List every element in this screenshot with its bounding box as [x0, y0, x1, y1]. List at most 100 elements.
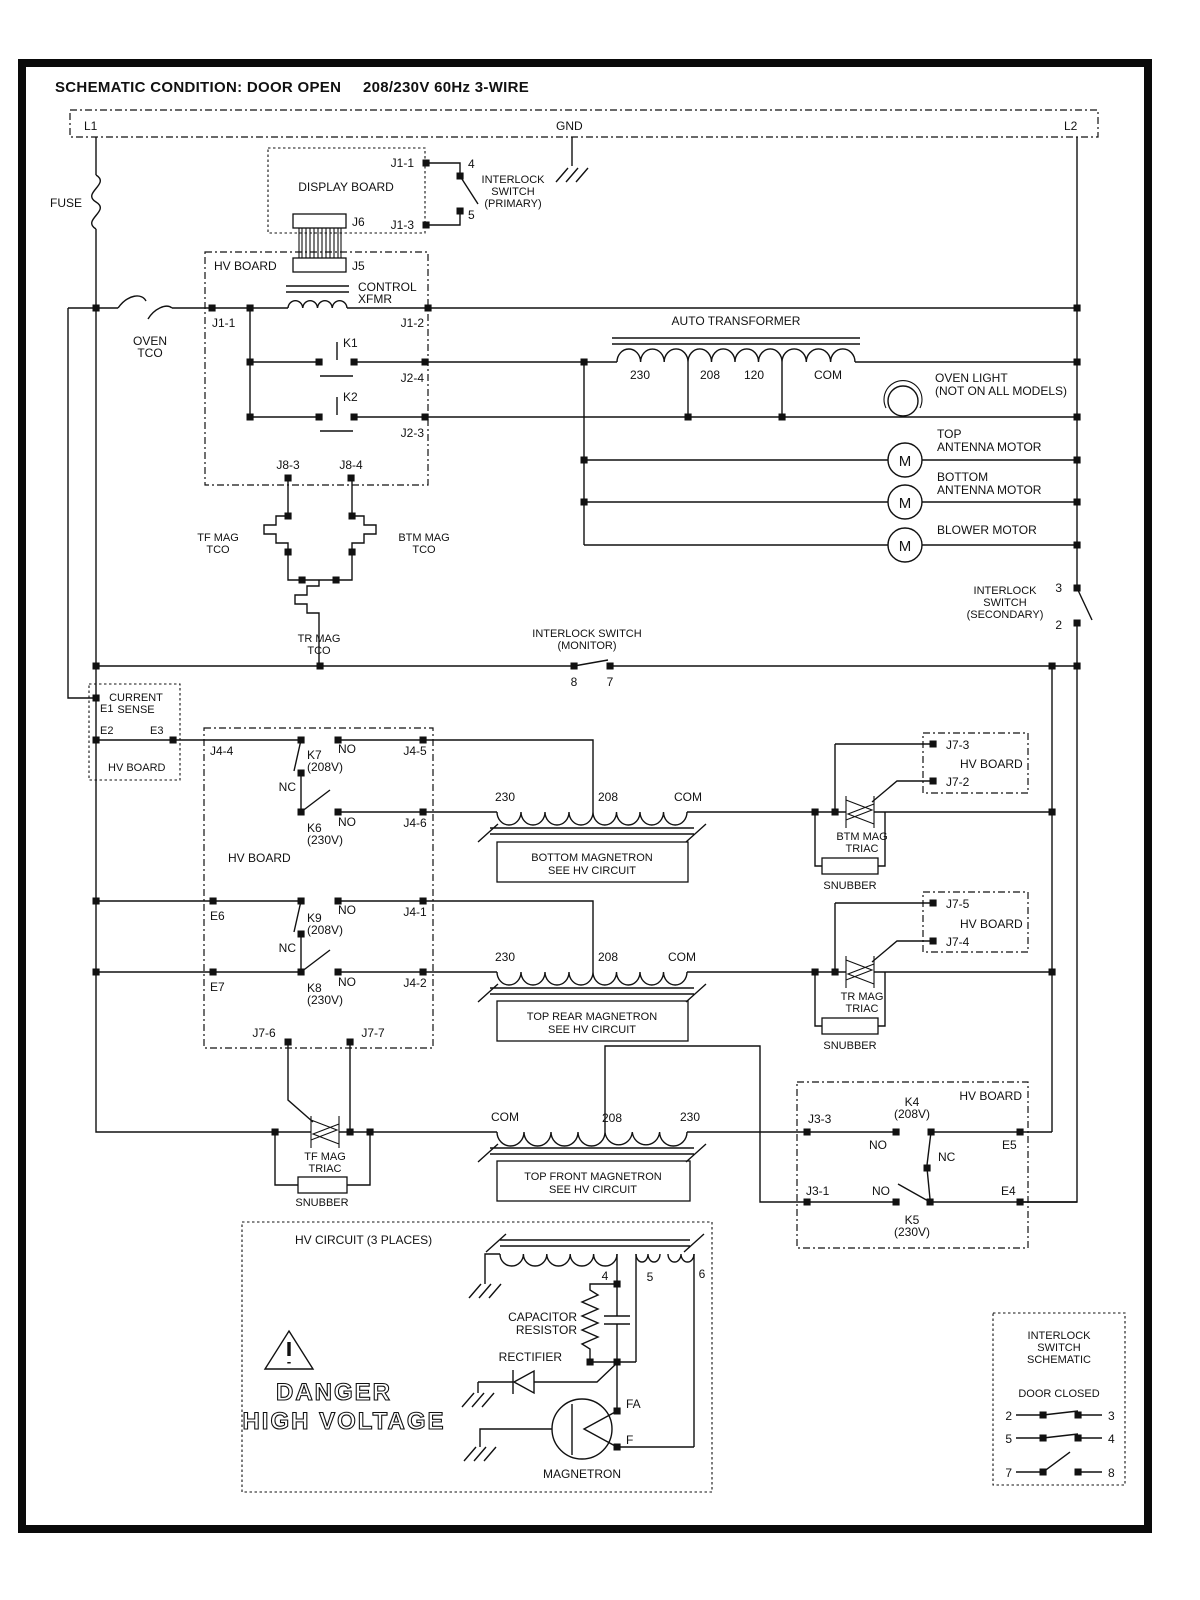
j4-4-label: J4-4 [210, 744, 234, 758]
top-front-magnetron-box [496, 1160, 691, 1202]
oven-light-line1: OVEN LIGHT [935, 371, 1008, 385]
j8-3-label: J8-3 [276, 458, 300, 472]
k8-no-label: NO [338, 975, 356, 989]
oven-light-loop [883, 379, 923, 409]
btm-mag-box-line1: BOTTOM MAGNETRON [531, 852, 652, 864]
current-sense-board-label: HV BOARD [108, 762, 166, 774]
j1-1-hv-label: J1-1 [212, 316, 236, 330]
hv-circuit-detail [263, 167, 705, 1462]
secondary-contact2-label: 2 [1055, 618, 1062, 632]
resistor-label: RESISTOR [516, 1323, 577, 1337]
top-rear-magnetron-box [496, 1000, 689, 1042]
k1-label: K1 [343, 336, 358, 350]
j4-5-label: J4-5 [403, 744, 427, 758]
k7-voltage-label: (208V) [307, 760, 343, 774]
ribbon-stripes [298, 228, 342, 258]
auto-tap-120: 120 [744, 368, 764, 382]
e1-label: E1 [100, 703, 113, 715]
btm-mag-triac-icon [845, 796, 875, 828]
hv-secondary-xfmr-icon [485, 1233, 705, 1267]
ground-icons [461, 167, 589, 1462]
motor-m-2: M [899, 495, 912, 512]
hv-board-j7b-label: HV BOARD [960, 917, 1023, 931]
tr-triac-wires [687, 902, 1052, 1027]
junction-dots [92, 159, 1082, 1476]
top-antenna-line1: TOP [937, 427, 961, 441]
interlock-schem-line2: SWITCH [1037, 1342, 1080, 1354]
k4-no-label: NO [869, 1138, 887, 1152]
k9-label: K9 [307, 911, 322, 925]
k5-label: K5 [905, 1213, 920, 1227]
oven-light-icon [887, 385, 919, 417]
interlock-secondary-line3: (SECONDARY) [967, 609, 1044, 621]
tf-triac-line1: TF MAG [304, 1151, 346, 1163]
j7-2-label: J7-2 [946, 775, 970, 789]
k4-voltage-label: (208V) [894, 1107, 930, 1121]
bottom-antenna-line2: ANTENNA MOTOR [937, 483, 1042, 497]
front-xfmr-com: COM [491, 1110, 519, 1124]
tf-mag-tco-line2: TCO [206, 544, 230, 556]
tr-mag-tco-line1: TR MAG [298, 633, 341, 645]
tr-mag-triac-icon [845, 956, 875, 988]
bus-l1-label: L1 [84, 119, 98, 133]
e2-label: E2 [100, 725, 113, 737]
monitor-switch-wire [96, 659, 1077, 667]
btm-triac-line1: BTM MAG [836, 831, 887, 843]
j1-1-display-label: J1-1 [391, 156, 415, 170]
top-antenna-line2: ANTENNA MOTOR [937, 440, 1042, 454]
current-sense-box [88, 683, 181, 781]
j4-2-label: J4-2 [403, 976, 427, 990]
hv-terminal-5: 5 [647, 1270, 654, 1284]
mag-tco-chain-icons [263, 478, 377, 666]
tf-mag-triac-icon [310, 1116, 340, 1148]
schem-row1-right: 3 [1108, 1409, 1115, 1423]
k8-voltage-label: (230V) [307, 993, 343, 1007]
k7-nc-label: NC [279, 780, 297, 794]
bottom-antenna-line1: BOTTOM [937, 470, 988, 484]
danger-line2: HIGH VOLTAGE [242, 1408, 445, 1435]
magnetron-label: MAGNETRON [543, 1467, 621, 1481]
interlock-primary-switch-icon [426, 162, 479, 226]
bus-gnd-label: GND [556, 119, 583, 133]
k1-k2-contact-icons [320, 342, 353, 432]
hv-board-top-box [204, 251, 429, 486]
k5-no-label: NO [872, 1184, 890, 1198]
front-mag-box-line2: SEE HV CIRCUIT [549, 1184, 637, 1196]
e6-label: E6 [210, 909, 225, 923]
page-border [18, 59, 1152, 1533]
j5-connector [292, 257, 347, 273]
auto-transformer-icon [612, 337, 860, 363]
j3-3-label: J3-3 [808, 1112, 832, 1126]
btm-mag-tco-line1: BTM MAG [398, 532, 449, 544]
hv-board-k45-box [796, 1081, 1029, 1249]
k6-voltage-label: (230V) [307, 833, 343, 847]
warning-triangle-icon [263, 1329, 315, 1370]
hv-terminal-6: 6 [699, 1267, 706, 1281]
j8-4-label: J8-4 [339, 458, 363, 472]
snubber-tr-box [821, 1017, 879, 1035]
tr-snubber-label: SNUBBER [823, 1040, 876, 1052]
hv-terminal-4: 4 [602, 1269, 609, 1283]
j6-connector [292, 213, 347, 229]
e5-label: E5 [1002, 1138, 1017, 1152]
j1-3-display-label: J1-3 [391, 218, 415, 232]
top-rear-xfmr-icon [477, 971, 707, 1003]
k2-label: K2 [343, 390, 358, 404]
schematic-condition-title: SCHEMATIC CONDITION: DOOR OPEN [55, 79, 341, 96]
k5-voltage-label: (230V) [894, 1225, 930, 1239]
interlock-primary-line2: SWITCH [491, 186, 534, 198]
front-xfmr-230: 230 [680, 1110, 700, 1124]
btm-triac-line2: TRIAC [846, 843, 879, 855]
btm-snubber-label: SNUBBER [823, 880, 876, 892]
hv-circuit-title: HV CIRCUIT (3 PLACES) [295, 1233, 432, 1247]
hv-board-j7a-box [922, 732, 1029, 794]
tf-snubber-label: SNUBBER [295, 1197, 348, 1209]
hv-board-top-label: HV BOARD [214, 259, 277, 273]
e7-label: E7 [210, 980, 225, 994]
j5-label: J5 [352, 259, 365, 273]
j4-1-label: J4-1 [403, 905, 427, 919]
oven-tco-line1: OVEN [133, 334, 167, 348]
auto-tap-com: COM [814, 368, 842, 382]
dashed-boxes [88, 147, 1126, 1493]
